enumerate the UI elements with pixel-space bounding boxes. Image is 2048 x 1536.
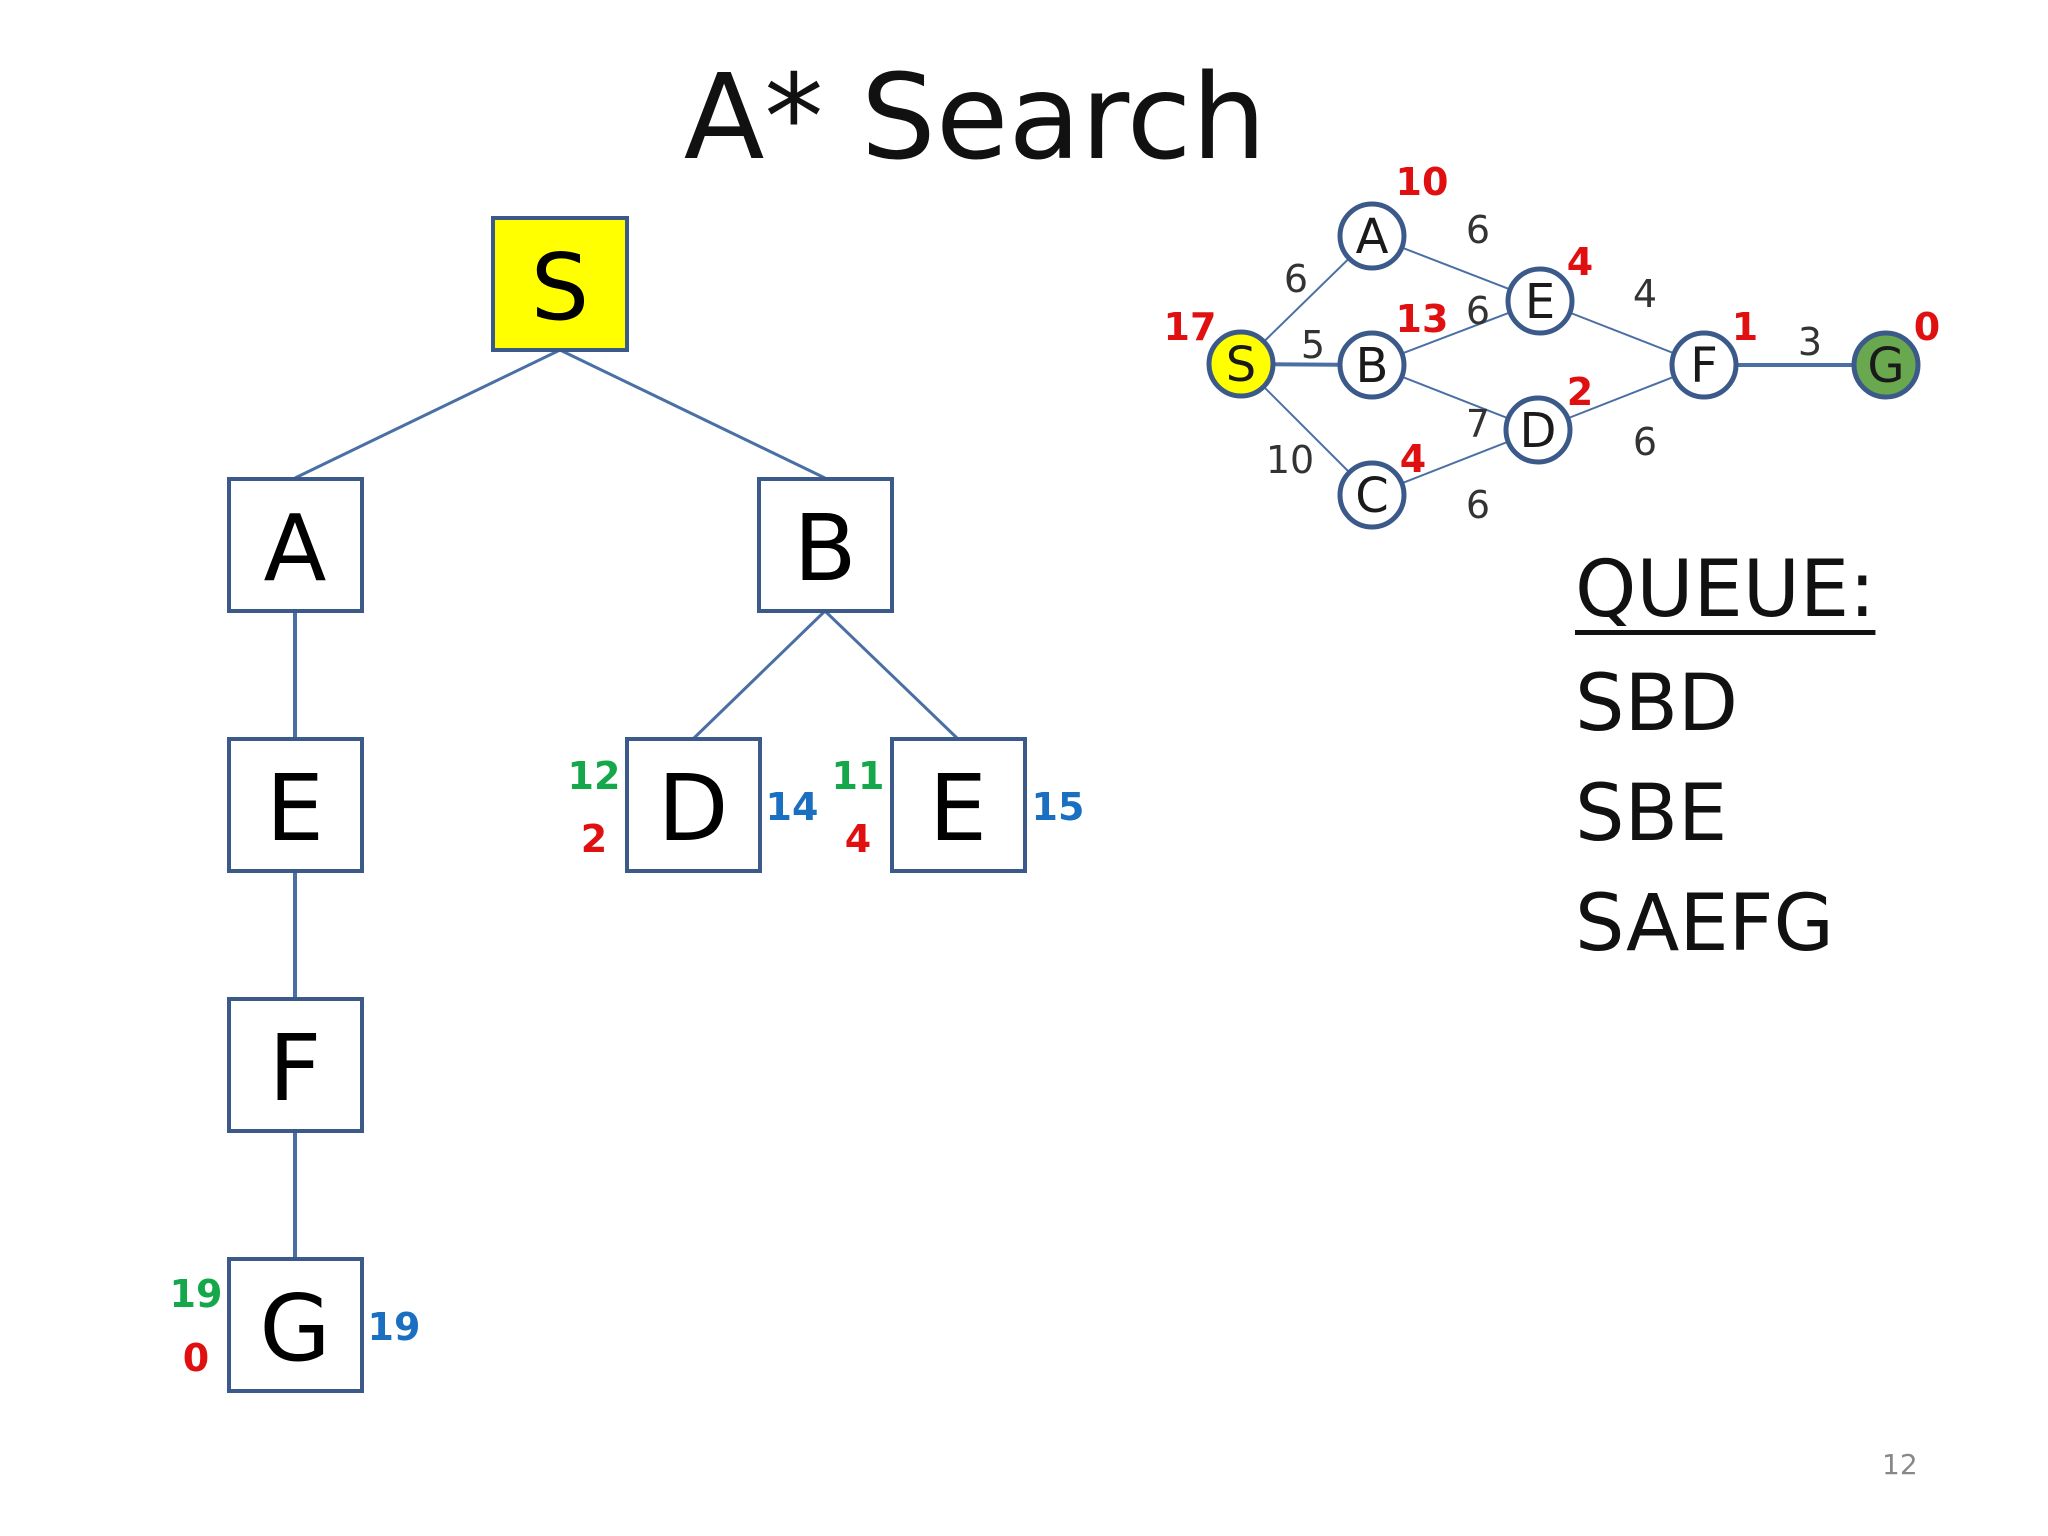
graph-d-heuristic: 2 (1567, 370, 1593, 414)
tree-g-heuristic: 0 (183, 1336, 209, 1380)
tree-node-b-label: B (793, 495, 856, 602)
edge-weight-f-g: 3 (1798, 320, 1822, 364)
edge-weight-b-d: 7 (1466, 402, 1490, 446)
tree-node-s-label: S (531, 234, 589, 341)
tree-d-g-cost: 12 (568, 754, 621, 798)
graph-node-d: D (1503, 395, 1573, 465)
graph-node-c: C (1337, 460, 1407, 530)
graph-c-heuristic: 4 (1400, 437, 1426, 481)
graph-f-heuristic: 1 (1732, 305, 1758, 349)
tree-e-f-cost: 15 (1032, 785, 1085, 829)
tree-edge-s-b (559, 348, 826, 480)
edge-weight-e-f: 4 (1633, 272, 1657, 316)
edge-weight-a-e: 6 (1466, 208, 1490, 252)
edge-weight-d-f: 6 (1633, 420, 1657, 464)
edge-weight-s-a: 6 (1284, 257, 1308, 301)
tree-e-g-cost: 11 (832, 754, 885, 798)
queue-item: SAEFG (1575, 879, 1834, 969)
tree-node-s: S (491, 216, 629, 352)
tree-node-d: D (625, 737, 762, 873)
queue-title: QUEUE: (1575, 545, 1876, 635)
graph-node-s-label: S (1226, 337, 1256, 393)
tree-edge-b-d (691, 609, 827, 741)
graph-node-g-label: G (1867, 338, 1904, 394)
tree-node-e-right-label: E (929, 755, 987, 862)
page-number: 12 (1882, 1448, 1918, 1481)
graph-node-e-label: E (1525, 274, 1555, 330)
tree-node-d-label: D (658, 755, 729, 862)
tree-e-heuristic: 4 (845, 817, 871, 861)
graph-e-heuristic: 4 (1567, 240, 1593, 284)
tree-g-g-cost: 19 (170, 1272, 223, 1316)
tree-d-heuristic: 2 (581, 817, 607, 861)
tree-node-e-right: E (890, 737, 1027, 873)
tree-node-g: G (227, 1257, 364, 1393)
graph-node-f-label: F (1690, 338, 1718, 394)
edge-weight-b-e: 6 (1466, 289, 1490, 333)
tree-g-f-cost: 19 (368, 1305, 421, 1349)
graph-node-f: F (1669, 330, 1739, 400)
slide-title: A* Search (683, 48, 1267, 186)
graph-node-b: B (1337, 330, 1407, 400)
tree-node-a: A (227, 477, 364, 613)
edge-weight-s-c: 10 (1266, 438, 1314, 482)
tree-node-b: B (757, 477, 894, 613)
edge-weight-s-b: 5 (1301, 323, 1325, 367)
graph-g-heuristic: 0 (1914, 305, 1940, 349)
graph-node-a: A (1337, 201, 1407, 271)
edge-weight-c-d: 6 (1466, 483, 1490, 527)
graph-node-c-label: C (1355, 468, 1389, 524)
graph-node-d-label: D (1520, 403, 1557, 459)
queue-panel: QUEUE: SBD SBE SAEFG (1575, 545, 1875, 979)
queue-item: SBE (1575, 769, 1728, 859)
tree-node-e-left: E (227, 737, 364, 873)
tree-edge-s-a (294, 348, 561, 480)
graph-s-heuristic: 17 (1164, 305, 1217, 349)
tree-node-e-left-label: E (266, 755, 324, 862)
tree-edges (293, 348, 960, 1259)
graph-node-s: S (1206, 329, 1276, 399)
graph-node-g: G (1851, 330, 1921, 400)
tree-node-f: F (227, 997, 364, 1133)
graph-node-b-label: B (1356, 338, 1389, 394)
tree-d-f-cost: 14 (766, 785, 819, 829)
tree-edge-b-e (823, 609, 960, 741)
tree-node-a-label: A (264, 495, 327, 602)
graph-node-e: E (1505, 266, 1575, 336)
queue-item: SBD (1575, 659, 1739, 749)
tree-node-f-label: F (269, 1015, 322, 1122)
tree-node-g-label: G (259, 1275, 330, 1382)
graph-b-heuristic: 13 (1396, 297, 1449, 341)
graph-a-heuristic: 10 (1396, 160, 1449, 204)
graph-node-a-label: A (1356, 209, 1389, 265)
